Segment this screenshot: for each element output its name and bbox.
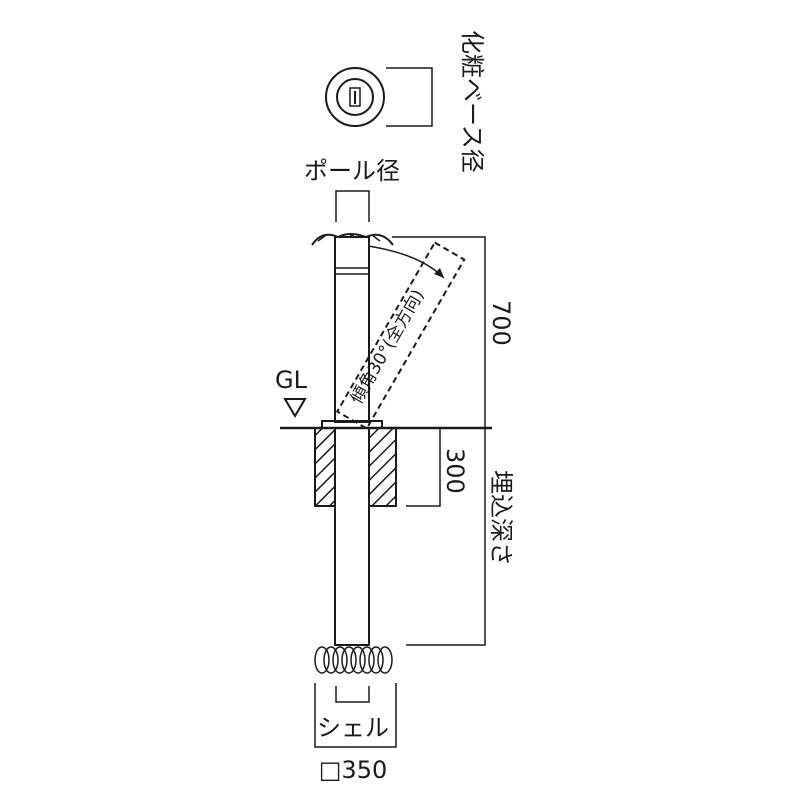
base-dia-bracket <box>386 67 433 127</box>
tilt-note: 傾角30°(全方向) <box>347 286 429 407</box>
dim-700-label: 700 <box>487 300 515 346</box>
tilt-arc <box>367 245 445 279</box>
shell-section <box>314 427 397 507</box>
base-dia-label: 化粧ベース径 <box>458 30 486 173</box>
base-top-view <box>325 67 385 127</box>
tilt-arrow-head <box>434 268 444 278</box>
pole-dia-label: ポール径 <box>304 157 400 185</box>
shell-bracket <box>314 683 397 748</box>
gravel-coil <box>314 646 393 674</box>
pole-dia-bracket <box>335 190 370 222</box>
gl-label: GL <box>275 366 308 394</box>
dim-700-bracket <box>392 236 486 428</box>
square-350-label: □350 <box>319 756 387 784</box>
dim-300-label: 300 <box>441 448 469 494</box>
pole-buried <box>334 427 370 646</box>
pole-bottom-bracket <box>335 686 370 703</box>
shell-label: シェル <box>317 714 389 742</box>
burial-depth-bracket <box>406 428 486 646</box>
gl-symbol-icon <box>283 398 307 418</box>
dim-300-bracket <box>406 428 441 507</box>
burial-depth-label: 埋込深さ <box>487 470 515 566</box>
